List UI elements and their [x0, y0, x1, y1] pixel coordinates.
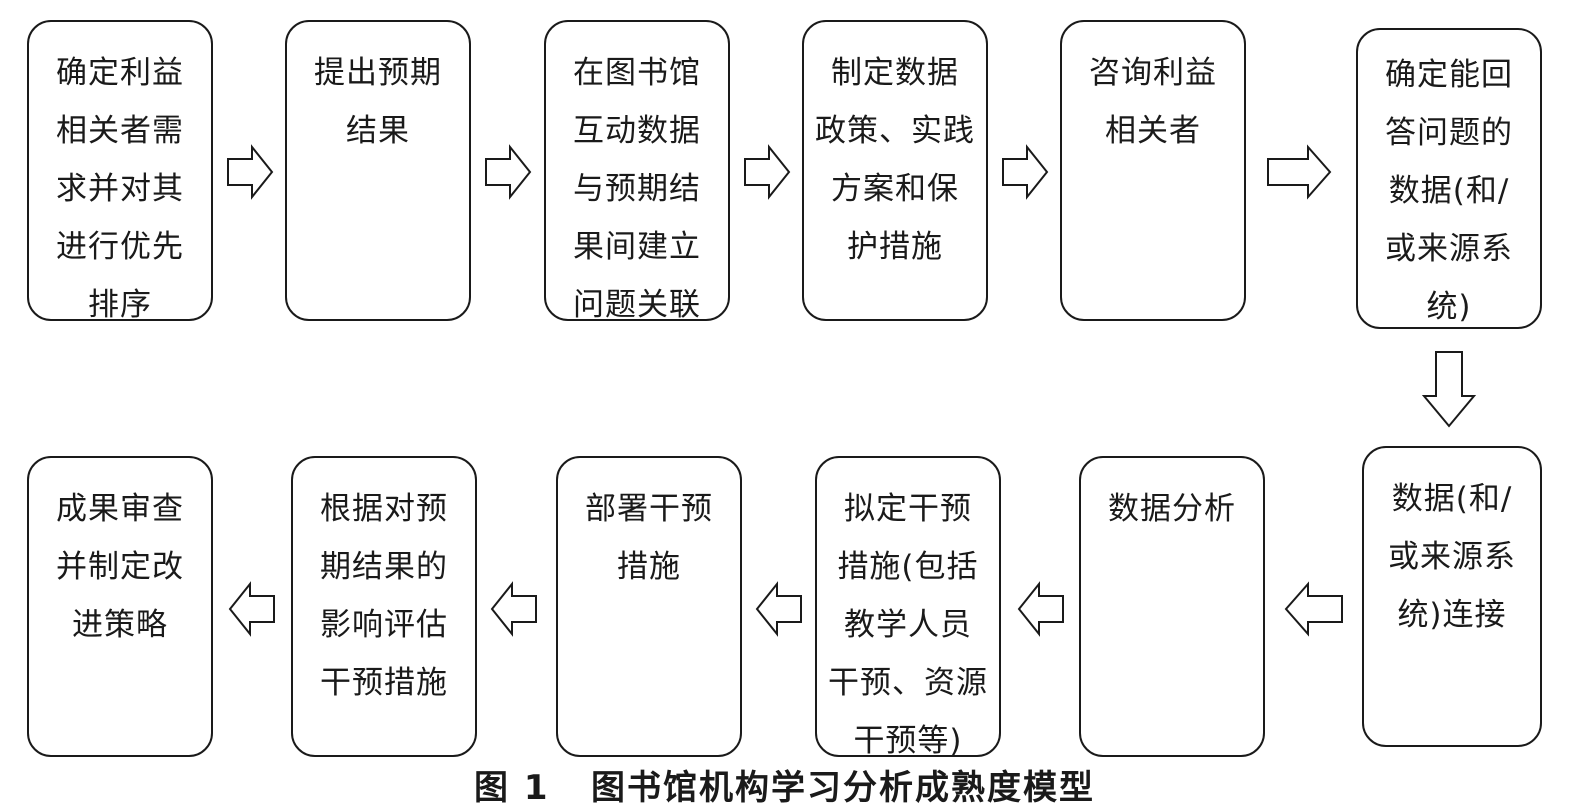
- left-arrow-icon: [1017, 581, 1064, 637]
- right-arrow-icon: [1002, 144, 1049, 200]
- step-line: 干预、资源: [828, 665, 988, 701]
- step-line: 拟定干预: [844, 491, 972, 527]
- step-line: 进策略: [72, 607, 168, 643]
- right-arrow-icon: [744, 144, 791, 200]
- step-box-1: 确定利益 相关者需 求并对其 进行优先 排序: [27, 20, 213, 323]
- step-line: 部署干预: [585, 491, 713, 527]
- step-line: 干预等): [853, 723, 963, 759]
- step-line: 与预期结: [573, 171, 701, 207]
- step-line: 数据(和/: [1388, 173, 1510, 209]
- step-box-8: 数据分析: [1079, 456, 1265, 757]
- step-box-7: 数据(和/ 或来源系 统)连接: [1362, 446, 1542, 747]
- step-line: 或来源系: [1385, 231, 1513, 267]
- step-line: 相关者需: [56, 113, 184, 149]
- step-line: 求并对其: [56, 171, 184, 207]
- step-line: 果间建立: [573, 229, 701, 265]
- step-line: 互动数据: [573, 113, 701, 149]
- figure-caption: 图 1 图书馆机构学习分析成熟度模型: [0, 766, 1569, 810]
- step-line: 提出预期: [314, 55, 442, 91]
- step-line: 统): [1426, 289, 1472, 325]
- step-line: 或来源系: [1388, 539, 1516, 575]
- step-line: 措施: [617, 549, 681, 585]
- step-box-11: 根据对预 期结果的 影响评估 干预措施: [291, 456, 477, 757]
- step-line: 政策、实践: [815, 113, 975, 149]
- step-line: 统)连接: [1397, 597, 1507, 633]
- step-line: 排序: [88, 287, 152, 323]
- left-arrow-icon: [1284, 581, 1343, 637]
- figure-number: 图 1: [473, 768, 550, 808]
- step-box-9: 拟定干预 措施(包括 教学人员 干预、资源 干预等): [815, 456, 1001, 759]
- step-line: 并制定改: [56, 549, 184, 585]
- step-line: 确定利益: [56, 55, 184, 91]
- step-line: 咨询利益: [1089, 55, 1217, 91]
- step-box-3: 在图书馆 互动数据 与预期结 果间建立 问题关联: [544, 20, 730, 323]
- left-arrow-icon: [490, 581, 537, 637]
- figure-title: 图书馆机构学习分析成熟度模型: [591, 768, 1095, 808]
- step-line: 成果审查: [56, 491, 184, 527]
- step-line: 结果: [346, 113, 410, 149]
- down-arrow-icon: [1421, 351, 1477, 428]
- left-arrow-icon: [228, 581, 275, 637]
- step-line: 教学人员: [844, 607, 972, 643]
- step-line: 数据(和/: [1391, 481, 1513, 517]
- step-line: 问题关联: [573, 287, 701, 323]
- right-arrow-icon: [485, 144, 532, 200]
- step-box-12: 成果审查 并制定改 进策略: [27, 456, 213, 757]
- step-line: 相关者: [1105, 113, 1201, 149]
- right-arrow-icon: [227, 144, 274, 200]
- step-line: 期结果的: [320, 549, 448, 585]
- right-arrow-icon: [1267, 144, 1332, 200]
- step-box-5: 咨询利益 相关者: [1060, 20, 1246, 321]
- step-line: 在图书馆: [573, 55, 701, 91]
- step-line: 措施(包括: [837, 549, 979, 585]
- step-box-10: 部署干预 措施: [556, 456, 742, 757]
- left-arrow-icon: [755, 581, 802, 637]
- step-line: 护措施: [847, 229, 943, 265]
- step-line: 干预措施: [320, 665, 448, 701]
- step-box-4: 制定数据 政策、实践 方案和保 护措施: [802, 20, 988, 321]
- step-line: 根据对预: [320, 491, 448, 527]
- step-box-2: 提出预期 结果: [285, 20, 471, 321]
- step-line: 影响评估: [320, 607, 448, 643]
- step-box-6: 确定能回 答问题的 数据(和/ 或来源系 统): [1356, 28, 1542, 329]
- step-line: 答问题的: [1385, 115, 1513, 151]
- step-line: 制定数据: [831, 55, 959, 91]
- step-line: 确定能回: [1385, 57, 1513, 93]
- step-line: 方案和保: [831, 171, 959, 207]
- step-line: 数据分析: [1108, 491, 1236, 527]
- step-line: 进行优先: [56, 229, 184, 265]
